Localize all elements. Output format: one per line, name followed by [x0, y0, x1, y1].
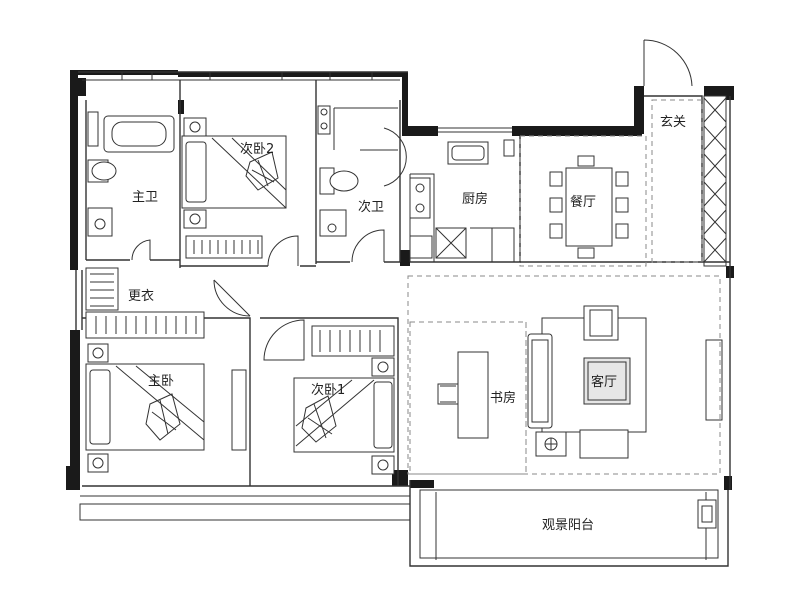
room-label-study: 书房 — [490, 391, 517, 406]
second-bath-fixtures — [317, 105, 398, 237]
windows — [121, 72, 727, 421]
bedroom2-furniture — [181, 117, 287, 259]
room-label-living: 客厅 — [591, 375, 618, 390]
dining-table — [549, 155, 629, 259]
room-label-balcony: 观景阳台 — [542, 518, 595, 533]
room-label-entrance: 玄关 — [660, 115, 687, 130]
room-label-dining: 餐厅 — [570, 195, 597, 210]
kitchen-fixtures — [409, 139, 515, 262]
balcony-fixtures — [697, 499, 717, 529]
room-label-second-bath: 次卫 — [358, 200, 385, 215]
room-label-master-bedroom: 主卧 — [148, 374, 175, 389]
master-bedroom-furniture — [85, 343, 247, 473]
dashed-zones — [407, 99, 721, 475]
living-furniture — [527, 305, 647, 459]
room-label-kitchen: 厨房 — [462, 192, 489, 207]
study-furniture — [437, 351, 489, 439]
doors — [131, 39, 693, 361]
room-label-dressing: 更衣 — [128, 289, 155, 304]
dressing-closets — [85, 267, 205, 339]
room-label-master-bath: 主卫 — [132, 190, 159, 205]
room-label-second-bedroom-1: 次卧1 — [311, 383, 346, 398]
room-label-second-bedroom-2: 次卧2 — [240, 142, 275, 157]
master-bath-fixtures — [87, 111, 175, 237]
bedroom1-furniture — [293, 325, 395, 475]
partition-walls — [75, 71, 731, 567]
